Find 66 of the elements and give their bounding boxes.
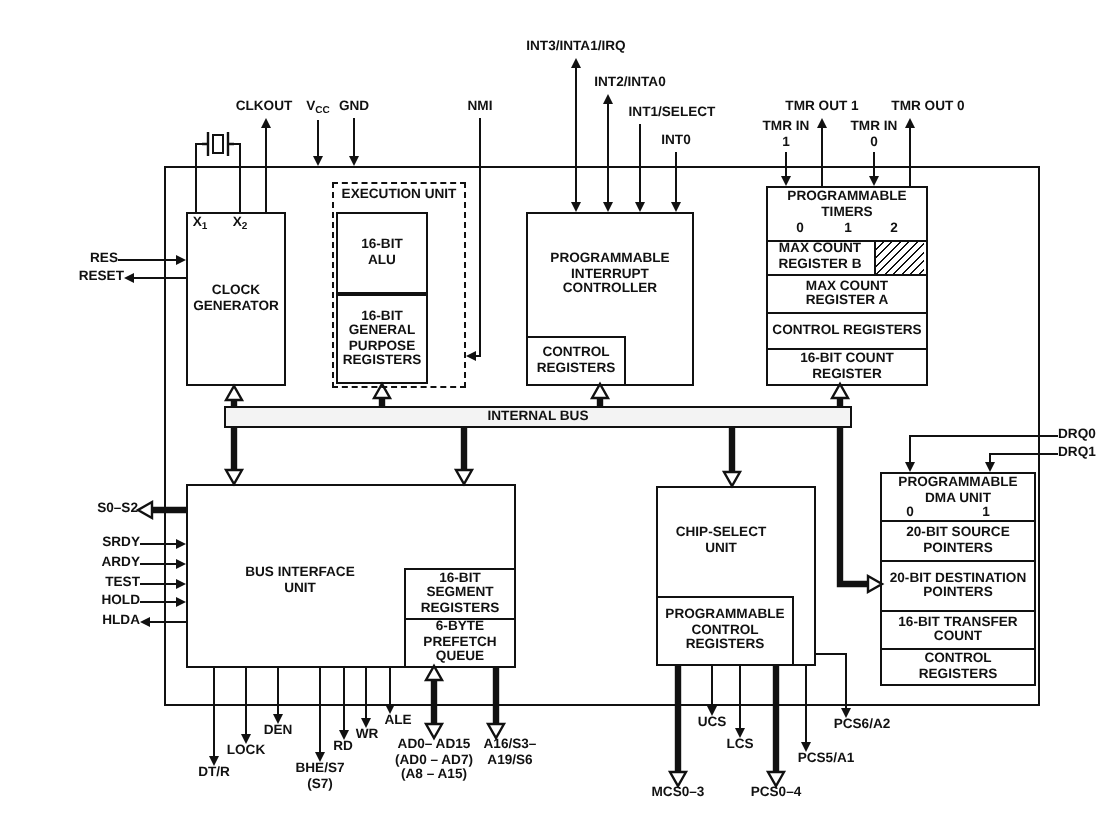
arrow [339, 667, 349, 740]
arrow [466, 117, 481, 361]
wide-arrow [454, 428, 474, 486]
arrow [349, 117, 359, 166]
wide-arrow [766, 664, 786, 788]
register-block [404, 568, 514, 618]
arrow [361, 667, 371, 728]
wide-arrow [722, 428, 742, 488]
wide-arrow [830, 382, 850, 406]
double-arrow [603, 94, 613, 212]
chip-outline [164, 166, 1040, 706]
dashed-unit-frame [332, 182, 466, 388]
arrow [124, 273, 187, 283]
register-block [528, 336, 626, 384]
register-row [768, 348, 926, 384]
wide-arrow [136, 500, 186, 520]
arrow [707, 663, 717, 716]
arrow [315, 667, 325, 762]
wide-arrow [836, 428, 884, 594]
arrow [815, 653, 851, 718]
arrow [261, 118, 271, 213]
register-block [404, 618, 514, 666]
arrow [313, 119, 323, 166]
arrow [905, 435, 1059, 472]
unit-block [656, 486, 816, 666]
arrow [117, 255, 186, 265]
arrow [869, 151, 879, 186]
wide-arrow [590, 382, 610, 406]
register-row [768, 240, 926, 274]
arrow [385, 667, 395, 714]
register-row [882, 648, 1034, 684]
register-block [336, 212, 428, 294]
arrow [735, 663, 745, 738]
arrow [139, 579, 186, 589]
connector-line [195, 143, 203, 213]
wide-arrow [224, 428, 244, 486]
arrow [985, 453, 1059, 472]
arrow [671, 151, 681, 212]
wide-double-arrow [424, 664, 444, 740]
arrow [209, 667, 219, 766]
arrow [817, 118, 827, 187]
double-arrow [571, 58, 581, 212]
wide-arrow [668, 664, 688, 788]
arrow [139, 559, 186, 569]
unit-block [526, 212, 694, 386]
register-block [658, 596, 794, 664]
wide-arrow [372, 382, 392, 406]
arrow [139, 597, 186, 607]
arrow [781, 151, 791, 186]
unit-block [766, 186, 928, 386]
arrow [635, 123, 645, 212]
arrow [140, 617, 187, 627]
register-block [336, 294, 428, 384]
crystal-icon [202, 130, 234, 158]
arrow [801, 665, 811, 752]
arrow [905, 118, 915, 187]
arrow [139, 539, 186, 549]
unit-block [880, 472, 1036, 686]
arrow [241, 667, 251, 744]
unit-block [186, 212, 286, 386]
arrow [273, 667, 283, 724]
bus-band [224, 406, 852, 428]
wide-arrow [486, 666, 506, 740]
connector-line [233, 143, 241, 213]
unit-block [186, 484, 516, 668]
wide-arrow [224, 384, 244, 406]
